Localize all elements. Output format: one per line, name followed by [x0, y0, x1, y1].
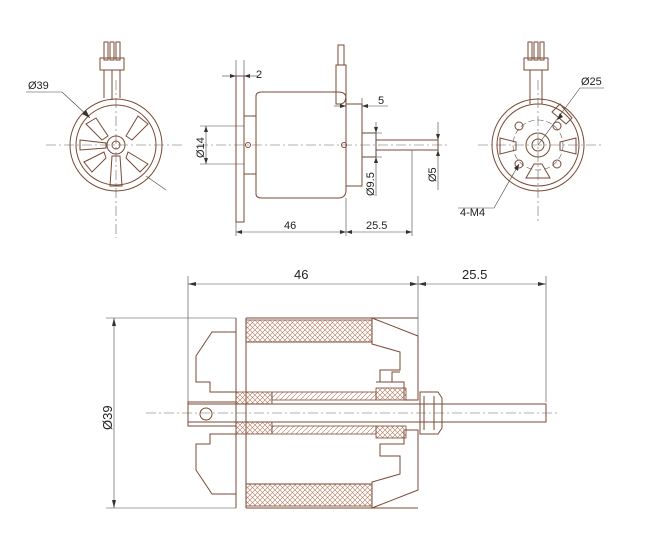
front-view: Ø39 — [26, 41, 182, 238]
section-diameter-label: Ø39 — [100, 405, 115, 430]
mount-holes-label: 4-M4 — [460, 207, 485, 219]
rear-mount-holes — [514, 121, 562, 169]
body-diameter-label: Ø14 — [195, 137, 207, 158]
rear-circle-label: Ø25 — [581, 76, 602, 88]
rear-view: Ø25 4-M4 — [458, 41, 604, 222]
section-shaft-label: 25.5 — [462, 267, 487, 282]
section-length-label: 46 — [294, 267, 308, 282]
shaft-step-label: 5 — [378, 95, 384, 107]
bearing-bottom — [235, 421, 273, 435]
front-wires — [99, 41, 125, 100]
section-view: 46 25.5 Ø39 — [100, 267, 560, 509]
rear-wires — [523, 41, 549, 104]
front-collar — [419, 391, 443, 435]
side-wire — [335, 44, 347, 105]
body-length-label: 46 — [284, 220, 296, 232]
magnet-top — [245, 319, 373, 343]
bearing-top — [235, 391, 273, 405]
shaft-diameter-label: Ø5 — [427, 167, 439, 182]
shaft-length-label: 25.5 — [366, 220, 387, 232]
side-view: 2 5 Ø14 Ø9.5 Ø5 — [195, 44, 450, 236]
shaft-base-diameter-label: Ø9.5 — [365, 172, 377, 196]
front-diameter-label: Ø39 — [28, 80, 49, 92]
stub-width-label: 2 — [256, 69, 262, 81]
front-spokes — [79, 115, 149, 187]
magnet-bottom — [245, 483, 373, 507]
